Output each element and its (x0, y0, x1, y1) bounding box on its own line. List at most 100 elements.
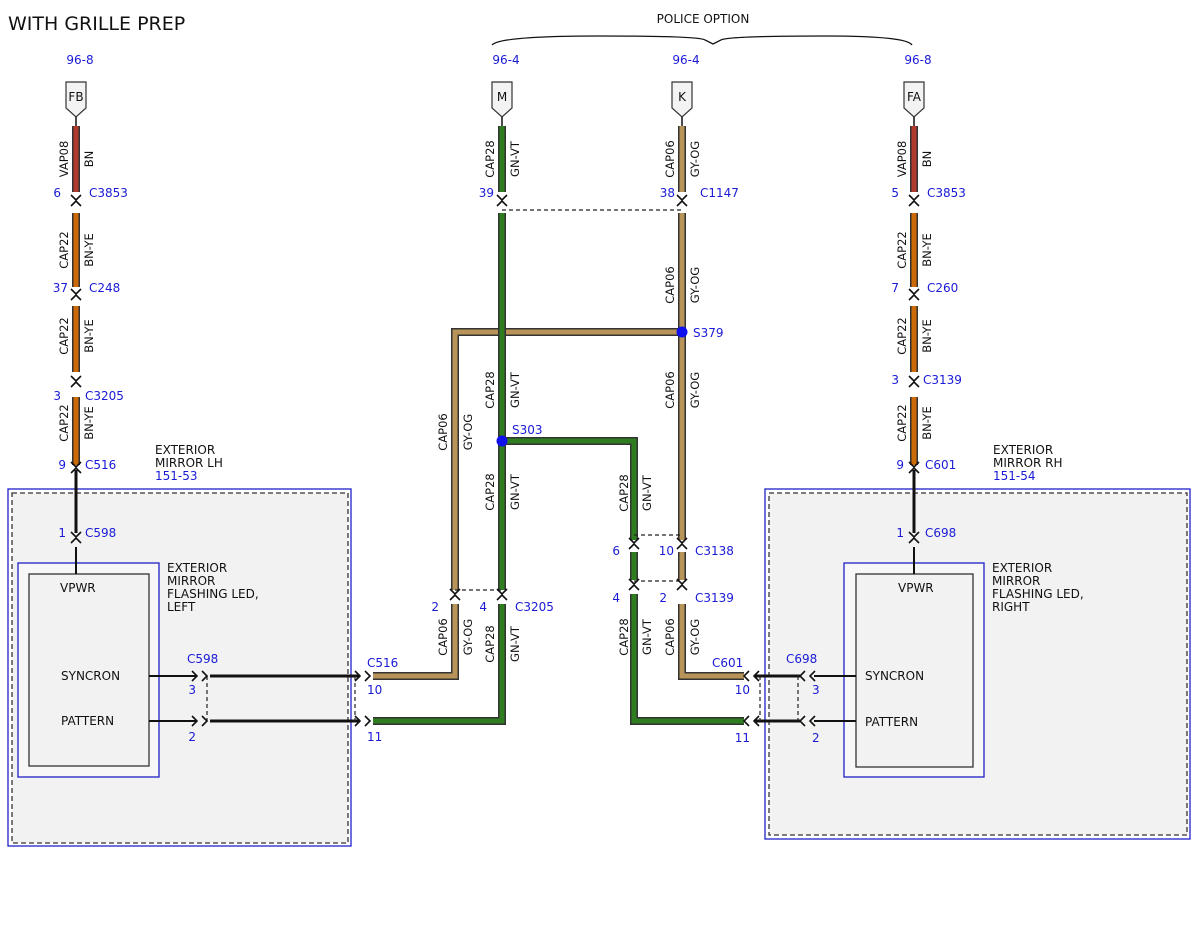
connector-chevron (798, 715, 816, 727)
connector-name: C516 (367, 656, 398, 670)
splice-s379 (676, 326, 688, 338)
wire-color: GN-VT (508, 473, 522, 510)
source-ref: 96-4 (492, 53, 519, 67)
wire-c601-10 (678, 604, 744, 680)
source-ref: 96-8 (904, 53, 931, 67)
circuit-id: CAP06 (436, 413, 450, 450)
connector-name: C3205 (85, 389, 124, 403)
connector-chevrons (70, 194, 920, 727)
source-pin: FB (68, 90, 83, 104)
splice-label-s303: S303 (512, 423, 543, 437)
connector-chevron (628, 537, 640, 550)
wire-c601-11 (630, 594, 744, 725)
right-module-labels: EXTERIOR MIRROR RH 151-54 EXTERIOR MIRRO… (712, 443, 1084, 745)
module-ref: 151-53 (155, 469, 198, 483)
wire-color: GN-VT (508, 625, 522, 662)
connector-chevron (191, 670, 209, 682)
source-leads (75, 117, 915, 126)
circuit-id: CAP28 (617, 474, 631, 511)
led-title-line: EXTERIOR (992, 561, 1052, 575)
connector-pin: 11 (367, 730, 382, 744)
connector-pin: 10 (367, 683, 382, 697)
circuit-id: CAP22 (895, 404, 909, 441)
connector-pin: 4 (479, 600, 487, 614)
module-ref: 151-54 (993, 469, 1036, 483)
wire-color: GY-OG (688, 141, 702, 177)
connector-chevron (798, 670, 816, 682)
circuit-id: CAP22 (57, 317, 71, 354)
wire-color: BN (920, 151, 934, 168)
wire-color: GN-VT (640, 618, 654, 655)
wire-color: BN-YE (82, 319, 96, 353)
connector-name: C3853 (927, 186, 966, 200)
connector-pin: 3 (188, 683, 196, 697)
connector-pin: 3 (812, 683, 820, 697)
wire-c516-11 (373, 604, 506, 725)
module-title-line: EXTERIOR (993, 443, 1053, 457)
circuit-id: CAP06 (663, 266, 677, 303)
left-module-labels: EXTERIOR MIRROR LH 151-53 EXTERIOR MIRRO… (60, 443, 398, 744)
diagram-title: WITH GRILLE PREP (8, 13, 185, 35)
connector-name: C3853 (89, 186, 128, 200)
connector-pin: 2 (431, 600, 439, 614)
circuit-id: CAP22 (57, 231, 71, 268)
connector-name: C3139 (695, 591, 734, 605)
led-title-line: MIRROR (992, 574, 1040, 588)
connector-chevron (191, 715, 209, 727)
connector-name: C516 (85, 458, 116, 472)
connector-name: C3138 (695, 544, 734, 558)
connector-pin: 10 (659, 544, 674, 558)
connector-chevron (908, 288, 920, 301)
wire-s303-branch (502, 437, 638, 540)
wires (72, 126, 918, 725)
wire-s379-left (451, 328, 682, 590)
connector-pin: 1 (58, 526, 66, 540)
right-module (764, 488, 1191, 840)
circuit-id: CAP06 (663, 618, 677, 655)
connector-chevron (908, 375, 920, 388)
module-title-line: MIRROR LH (155, 456, 223, 470)
source-k: 96-4 K (671, 53, 700, 118)
circuit-id: CAP28 (483, 625, 497, 662)
circuit-labels: VAP08 BN CAP22 BN-YE CAP22 BN-YE CAP22 B… (57, 140, 934, 663)
pin-syncron: SYNCRON (61, 669, 120, 683)
connector-chevron (354, 670, 372, 682)
connector-pin: 37 (53, 281, 68, 295)
connector-dashes (206, 209, 799, 721)
circuit-id: CAP22 (57, 404, 71, 441)
connector-chevron (676, 194, 688, 207)
wire-color: GY-OG (461, 414, 475, 450)
splice-s303 (496, 435, 508, 447)
connector-chevron (70, 531, 82, 544)
connector-name: C598 (187, 652, 218, 666)
connector-pin: 7 (891, 281, 899, 295)
connector-pin: 1 (896, 526, 904, 540)
module-title-line: EXTERIOR (155, 443, 215, 457)
connector-chevron (70, 461, 82, 474)
wire-color: GN-VT (508, 140, 522, 177)
police-option-brace (491, 35, 913, 46)
wire-color: GN-VT (640, 474, 654, 511)
source-pin: FA (907, 90, 922, 104)
pin-vpwr: VPWR (898, 581, 934, 595)
connector-pin: 9 (896, 458, 904, 472)
source-fb: 96-8 FB (65, 53, 94, 118)
wire-color: BN-YE (920, 319, 934, 353)
connector-name: C3139 (923, 373, 962, 387)
connector-chevron (70, 288, 82, 301)
police-option-label: POLICE OPTION (657, 12, 750, 26)
connector-pin: 2 (812, 731, 820, 745)
connector-chevron (908, 531, 920, 544)
pin-syncron: SYNCRON (865, 669, 924, 683)
circuit-id: VAP08 (895, 141, 909, 178)
circuit-id: CAP28 (617, 618, 631, 655)
wire-color: GN-VT (508, 371, 522, 408)
connector-pin: 6 (53, 186, 61, 200)
circuit-id: CAP28 (483, 473, 497, 510)
connector-pin: 10 (735, 683, 750, 697)
connector-chevron (354, 715, 372, 727)
pin-vpwr: VPWR (60, 581, 96, 595)
circuit-id: CAP28 (483, 371, 497, 408)
source-ref: 96-8 (66, 53, 93, 67)
